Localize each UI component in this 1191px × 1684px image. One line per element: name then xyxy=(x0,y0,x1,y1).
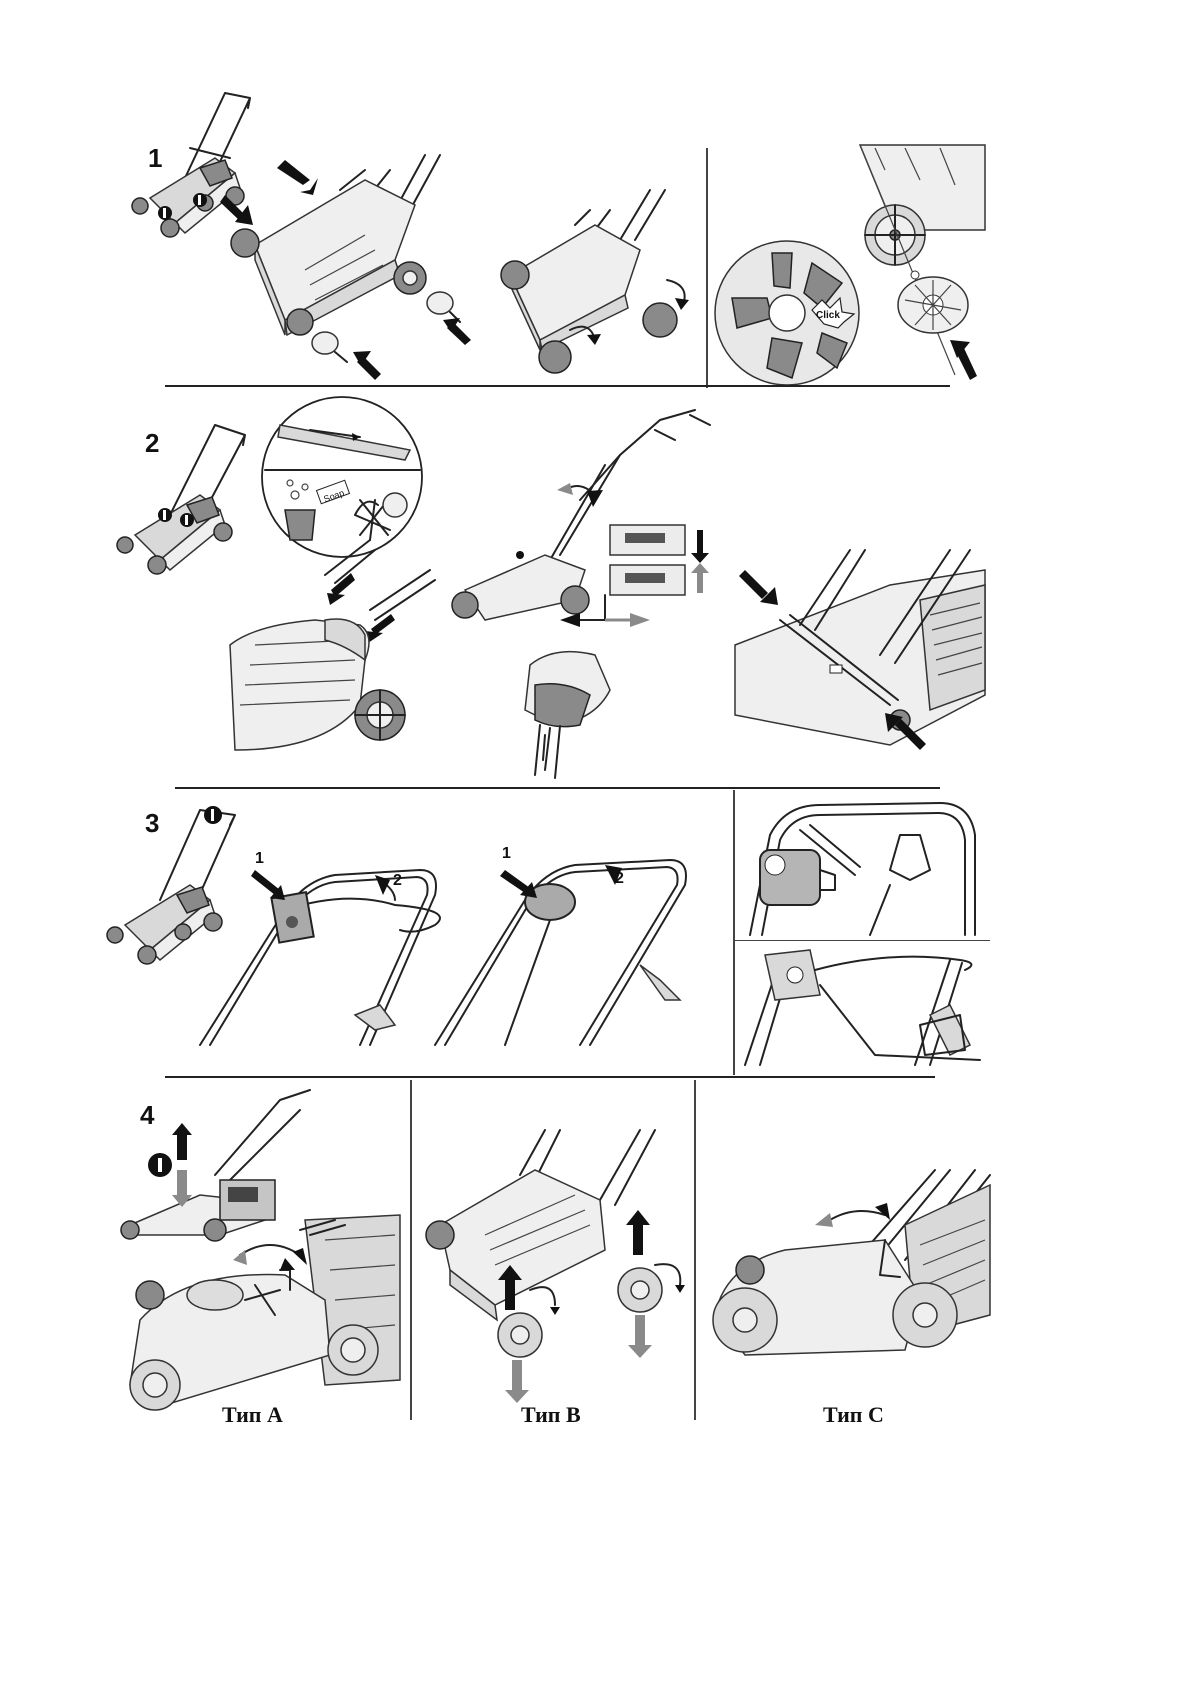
step-3-switch-type1-illustration xyxy=(195,850,460,1050)
step-1-wheel-install-illustration xyxy=(215,150,480,405)
type-a-caption: Тип А xyxy=(222,1402,283,1428)
step-3-switch-type2-illustration xyxy=(430,840,695,1050)
step-3-switch-detail-bottom xyxy=(740,945,990,1070)
step-4-divider-b xyxy=(694,1080,696,1420)
step-2-grassbox-attach-illustration xyxy=(225,535,440,755)
step-4-type-b-height-adjust-illustration xyxy=(425,1125,690,1400)
type-c-caption: Тип С xyxy=(823,1402,884,1428)
step-4-type-a-height-adjust-illustration xyxy=(125,1210,405,1420)
step-3-detail-divider xyxy=(735,940,990,941)
type-b-caption: Тип В xyxy=(521,1402,581,1428)
step-3-sublabel-1b: 1 xyxy=(502,845,511,863)
step-1-click-detail-illustration: Click xyxy=(712,238,862,388)
step-2-divider xyxy=(175,787,940,789)
step-3-sublabel-2b: 2 xyxy=(615,870,624,888)
step-2-handle-fold-illustration xyxy=(445,395,725,640)
click-label: Click xyxy=(816,310,840,321)
step-3-divider-vertical xyxy=(733,790,735,1075)
step-1-wheel-detail-illustration xyxy=(845,140,990,385)
step-4-type-c-height-adjust-illustration xyxy=(705,1165,990,1365)
step-1-divider-vertical xyxy=(706,148,708,388)
step-3-sublabel-2a: 2 xyxy=(393,872,402,890)
step-2-grassbag-illustration xyxy=(515,640,615,780)
step-1-divider xyxy=(165,385,950,387)
step-1-wheel-rotate-illustration xyxy=(495,180,695,380)
step-3-sublabel-1a: 1 xyxy=(255,850,264,868)
step-2-handle-lock-illustration xyxy=(730,545,990,760)
step-4-divider-a xyxy=(410,1080,412,1420)
step-3-divider xyxy=(165,1076,935,1078)
step-3-switch-detail-top xyxy=(740,795,990,940)
